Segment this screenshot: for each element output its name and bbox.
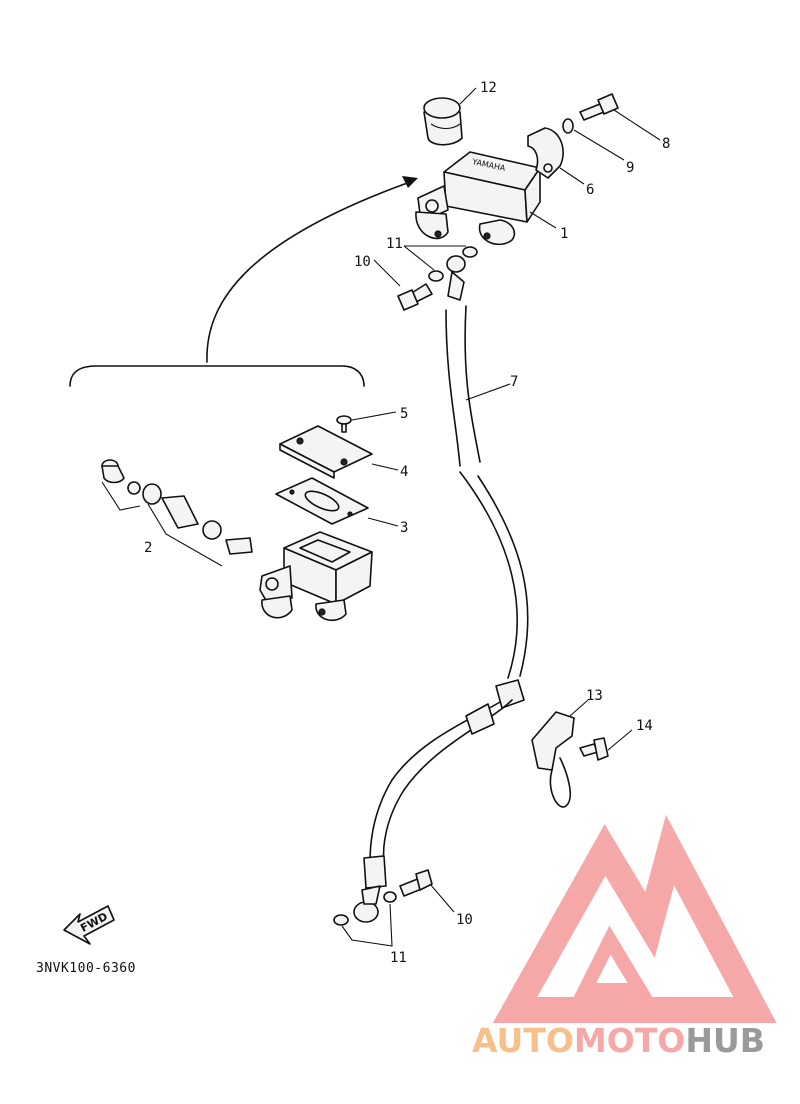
callout-1: 1 bbox=[560, 226, 568, 242]
part-3-diaphragm bbox=[275, 477, 369, 525]
part-10-banjo-bolt-upper bbox=[397, 283, 433, 311]
watermark-text: AUTOMOTOHUB bbox=[472, 1021, 765, 1060]
hose-banjo-lower bbox=[353, 885, 381, 923]
part-4-cap bbox=[279, 425, 373, 479]
callout-10-lower: 10 bbox=[456, 912, 473, 928]
part-11-washers-lower bbox=[333, 891, 397, 926]
watermark-auto: AUTO bbox=[472, 1021, 574, 1060]
callout-9: 9 bbox=[626, 160, 634, 176]
part-14-bolt bbox=[579, 737, 609, 761]
part-1-master-cylinder: YAMAHA bbox=[415, 151, 541, 246]
callout-5: 5 bbox=[400, 406, 408, 422]
callout-7: 7 bbox=[510, 374, 518, 390]
part-5-screw bbox=[336, 415, 352, 433]
callout-3: 3 bbox=[400, 520, 408, 536]
callout-8: 8 bbox=[662, 136, 670, 152]
callout-12: 12 bbox=[480, 80, 497, 96]
hose-banjo-upper bbox=[446, 255, 466, 301]
callout-6: 6 bbox=[586, 182, 594, 198]
part-2-piston-kit bbox=[101, 459, 253, 567]
exploded-view-bracket bbox=[69, 365, 365, 387]
part-7-brake-hose bbox=[363, 305, 529, 889]
callout-14: 14 bbox=[636, 718, 653, 734]
watermark-hub: HUB bbox=[685, 1021, 765, 1060]
callout-13: 13 bbox=[586, 688, 603, 704]
part-12-boot bbox=[423, 97, 463, 146]
part-10-banjo-bolt-lower bbox=[399, 869, 433, 897]
part-9-washer bbox=[562, 118, 574, 134]
part-8-bolt bbox=[579, 93, 619, 121]
watermark-moto: MOTO bbox=[574, 1021, 685, 1060]
callout-11-lower: 11 bbox=[390, 950, 407, 966]
forward-arrow-icon: FWD bbox=[63, 905, 115, 945]
part-6-holder bbox=[527, 127, 564, 179]
callout-11-upper: 11 bbox=[386, 236, 403, 252]
part-11-washers-upper bbox=[428, 246, 478, 282]
callout-4: 4 bbox=[400, 464, 408, 480]
leader-lines bbox=[341, 87, 661, 947]
part-13-hose-clamp bbox=[531, 711, 575, 808]
drawing-code: 3NVK100-6360 bbox=[36, 961, 136, 976]
master-cylinder-body-exploded bbox=[259, 531, 373, 622]
callout-10-upper: 10 bbox=[354, 254, 371, 270]
assembly-arrow bbox=[206, 176, 418, 363]
callout-2: 2 bbox=[144, 540, 152, 556]
automotohub-logo-icon bbox=[492, 814, 777, 1023]
